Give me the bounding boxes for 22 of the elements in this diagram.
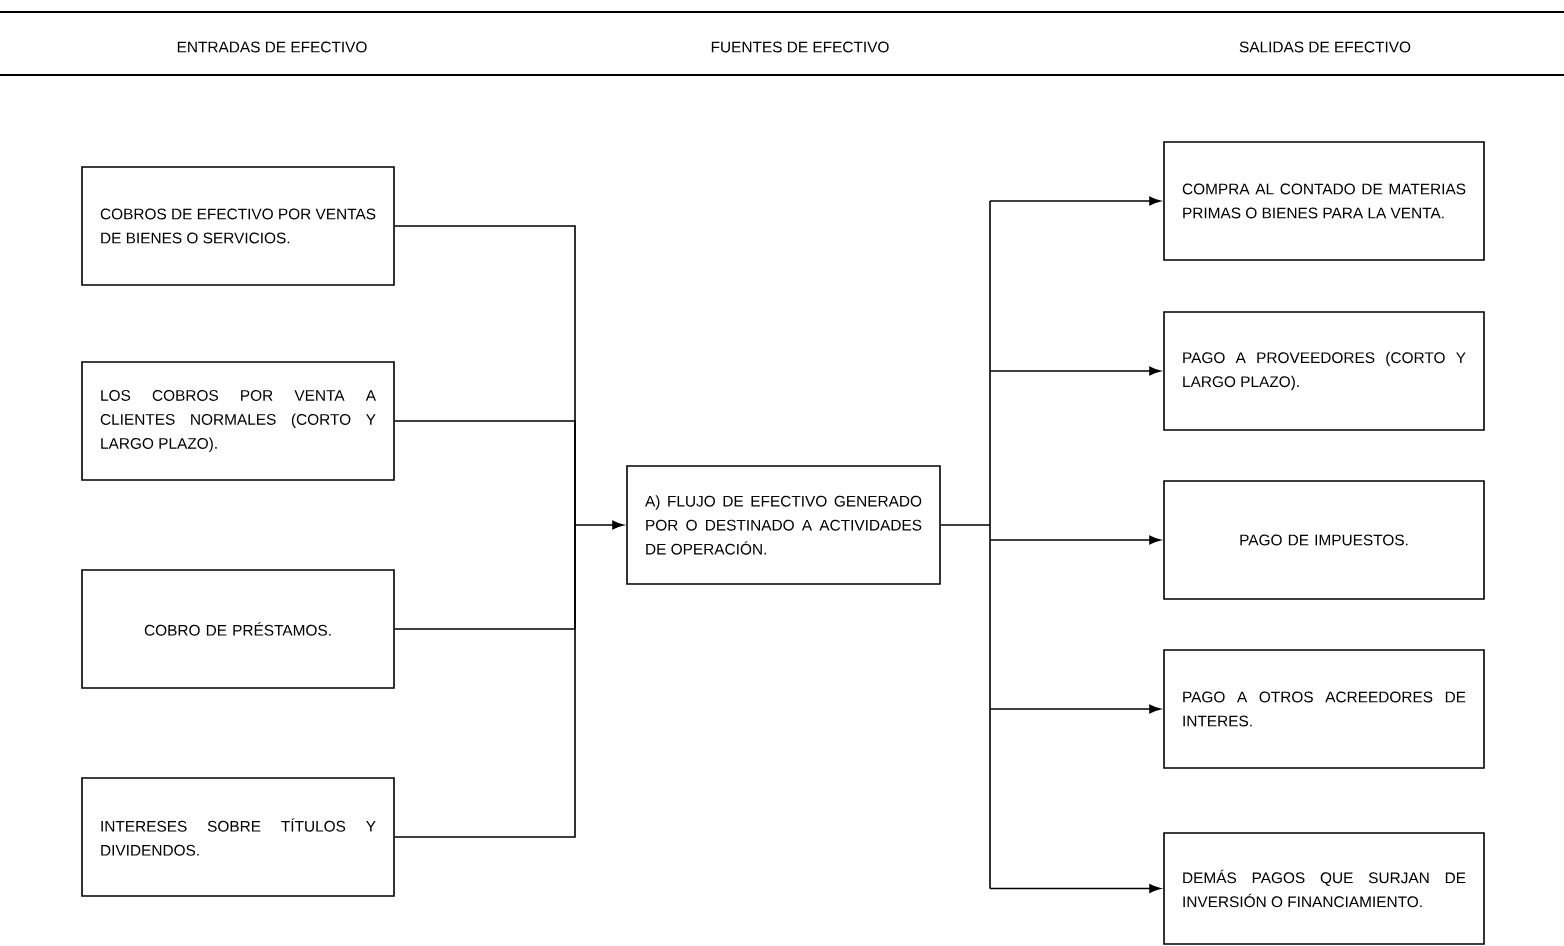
connector-line	[940, 200, 991, 890]
text-box: PAGO DE IMPUESTOS.	[1163, 480, 1485, 600]
arrow	[989, 196, 1161, 206]
text-box: DEMÁS PAGOS QUE SURJAN DE INVERSIÓN O FINANCIAMIENTO.	[1163, 832, 1485, 945]
connector-line	[394, 420, 576, 526]
arrow	[574, 520, 624, 530]
text-box: PAGO A OTROS ACREEDORES DE INTERES.	[1163, 649, 1485, 769]
column-heading: SALIDAS DE EFECTIVO	[1239, 41, 1411, 53]
connector-line	[394, 524, 576, 838]
arrow	[989, 704, 1161, 714]
text-box: LOS COBROS POR VENTA A CLIENTES NORMALES (CORTO Y LARGO PLAZO).	[81, 361, 395, 481]
arrow	[989, 366, 1161, 376]
column-heading: ENTRADAS DE EFECTIVO	[177, 41, 367, 53]
text-box: INTERESES SOBRE TÍTULOS Y DIVIDENDOS.	[81, 777, 395, 897]
arrow	[989, 535, 1161, 545]
text-box: COMPRA AL CONTADO DE MATERIAS PRIMAS O BIENES PARA LA VENTA.	[1163, 141, 1485, 261]
text-box: COBROS DE EFECTIVO POR VENTAS DE BIENES O SERVICIOS.	[81, 166, 395, 286]
text-box: A) FLUJO DE EFECTIVO GENERADO POR O DESTINADO A ACTIVIDADES DE OPERACIÓN.	[626, 465, 941, 585]
column-heading: FUENTES DE EFECTIVO	[711, 41, 889, 53]
text-box: PAGO A PROVEEDORES (CORTO Y LARGO PLAZO).	[1163, 311, 1485, 431]
text-box: COBRO DE PRÉSTAMOS.	[81, 569, 395, 689]
arrow	[989, 884, 1161, 893]
